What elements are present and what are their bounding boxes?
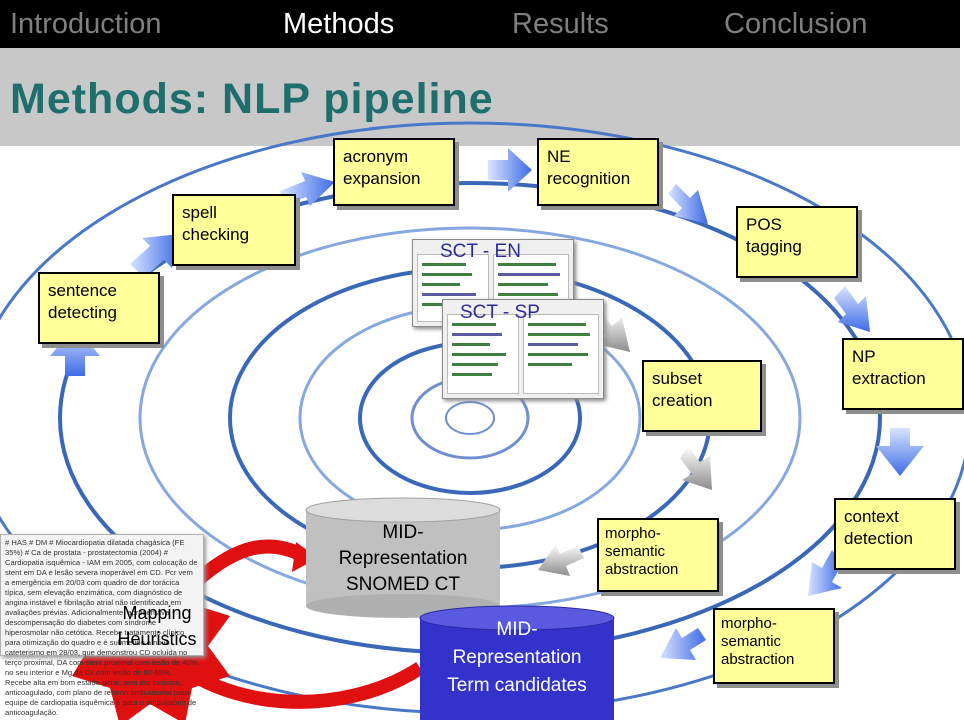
source-clinical-note: # HAS # DM # Miocardiopatia dilatada cha… xyxy=(0,534,204,717)
arrow-to-snomed-red xyxy=(195,539,303,584)
ring-inner xyxy=(445,401,495,435)
section-nav: Introduction Methods Results Conclusion xyxy=(0,0,960,48)
nav-item-conclusion[interactable]: Conclusion xyxy=(724,8,868,40)
arrow-to-morpho-upper xyxy=(680,446,712,490)
blue-flow-arrows xyxy=(50,148,924,660)
arrow-up-left xyxy=(50,326,100,376)
pipeline-diagram: # HAS # DM # Miocardiopatia dilatada cha… xyxy=(0,121,964,720)
sct-sp-label: SCT - SP xyxy=(460,302,540,323)
arrow-to-np xyxy=(834,286,870,332)
candidates-database-shape xyxy=(419,605,615,720)
slide-title: Methods: NLP pipeline xyxy=(10,75,494,123)
arrow-to-ne xyxy=(488,148,532,192)
sct-en-label: SCT - EN xyxy=(440,241,521,262)
arrow-to-snomed xyxy=(538,544,584,576)
arrow-to-context xyxy=(876,428,924,476)
arrow-to-pos xyxy=(668,184,708,224)
nav-item-introduction[interactable]: Introduction xyxy=(10,8,162,40)
sct-sp-screenshot xyxy=(442,299,604,399)
arrow-to-spell xyxy=(130,234,180,278)
title-bar xyxy=(0,48,960,146)
nav-item-results[interactable]: Results xyxy=(512,8,609,40)
snomed-database-shape xyxy=(305,497,501,618)
arrow-to-candidates xyxy=(660,628,706,660)
arrow-to-morpho-lower xyxy=(808,550,842,596)
nav-item-methods[interactable]: Methods xyxy=(283,8,395,40)
